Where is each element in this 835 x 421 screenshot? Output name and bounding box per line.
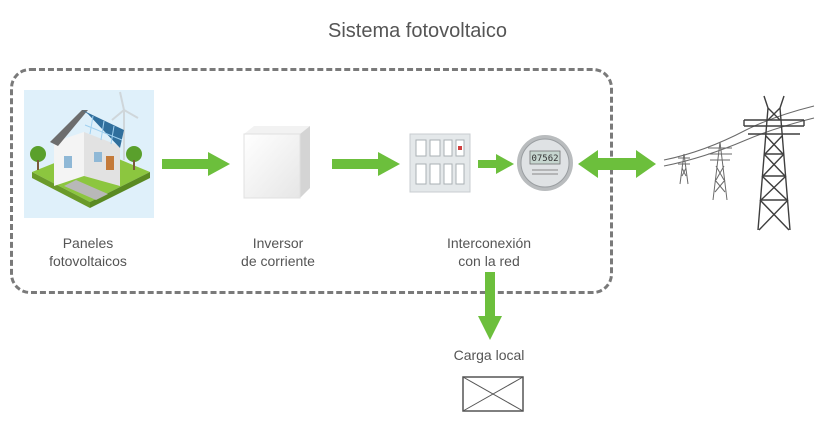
arrow-bidirectional-icon	[578, 150, 656, 178]
power-tower-icon	[663, 95, 815, 231]
load-placeholder-icon	[462, 376, 524, 412]
system-boundary	[10, 68, 613, 294]
arrow-right-icon	[162, 152, 230, 176]
house-solar-panels-icon	[24, 90, 154, 218]
meter-reading: 07562	[531, 154, 558, 164]
node-label-carga: Carga local	[453, 347, 525, 363]
node-label-inversor: Inversor de corriente	[241, 235, 315, 269]
node-label-interconexion: Interconexión con la red	[446, 235, 532, 269]
arrow-down-icon	[478, 272, 502, 340]
arrow-right-icon	[478, 154, 514, 174]
inverter-box-icon	[243, 126, 310, 199]
diagram-title: Sistema fotovoltaico	[328, 20, 507, 42]
electric-meter-icon: 07562	[517, 135, 573, 191]
arrow-right-icon	[332, 152, 400, 176]
node-label-paneles: Paneles fotovoltaicos	[49, 235, 127, 269]
breaker-panel-icon	[409, 133, 471, 193]
